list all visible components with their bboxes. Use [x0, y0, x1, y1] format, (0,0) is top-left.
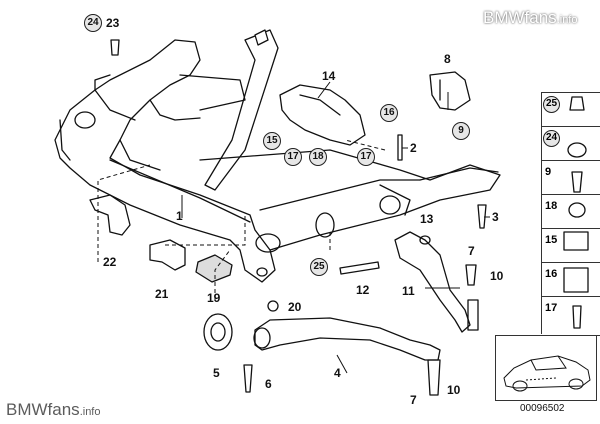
callout-16: 16 [380, 104, 398, 122]
callout-20: 20 [288, 300, 302, 314]
legend-num: 9 [545, 166, 552, 178]
callout-17b: 17 [357, 148, 375, 166]
callout-4: 4 [334, 366, 341, 380]
legend-num: 15 [545, 234, 558, 246]
callout-23: 23 [106, 16, 120, 30]
doc-number: 00096502 [520, 403, 565, 414]
legend-num: 24 [543, 130, 560, 147]
callout-2: 2 [410, 141, 417, 155]
legend-num: 17 [545, 302, 558, 314]
callout-7a: 7 [468, 244, 475, 258]
callout-9: 9 [452, 122, 470, 140]
subframe-crossmember [54, 29, 501, 283]
callout-14: 14 [322, 69, 336, 83]
callout-18: 18 [309, 148, 327, 166]
car-icon [503, 355, 591, 392]
tension-strut [394, 231, 471, 333]
legend-row: 25 [542, 92, 600, 127]
legend: 25 24 9 18 15 16 17 [541, 92, 600, 336]
callout-13: 13 [420, 212, 434, 226]
watermark-bottom-suffix: .info [79, 406, 101, 418]
callout-25: 25 [310, 258, 328, 276]
callout-10a: 10 [490, 269, 504, 283]
callout-3: 3 [492, 210, 499, 224]
callout-7b: 7 [410, 393, 417, 407]
legend-num: 16 [545, 268, 558, 280]
callout-22: 22 [103, 255, 117, 269]
legend-row: 9 [542, 160, 600, 195]
callout-8: 8 [444, 52, 451, 66]
callout-10b: 10 [447, 383, 461, 397]
callout-24: 24 [84, 14, 102, 32]
legend-row: 18 [542, 194, 600, 229]
control-arm [254, 317, 441, 361]
callout-5: 5 [213, 366, 220, 380]
heat-shield [279, 84, 366, 146]
watermark-top-suffix: .info [556, 14, 578, 26]
callout-17a: 17 [284, 148, 302, 166]
legend-row: 17 [542, 296, 600, 336]
watermark-bottom: BMWfans [6, 400, 80, 419]
callout-21: 21 [155, 287, 169, 301]
callout-15: 15 [263, 132, 281, 150]
legend-num: 18 [545, 200, 558, 212]
callout-11: 11 [402, 284, 415, 298]
legend-num: 25 [543, 96, 560, 113]
callout-19: 19 [207, 291, 221, 305]
vehicle-inset [495, 335, 597, 401]
legend-row: 15 [542, 228, 600, 263]
legend-icons [563, 96, 589, 329]
watermark-top: BMWfans [483, 8, 557, 27]
legend-row: 16 [542, 262, 600, 297]
callout-6: 6 [265, 377, 272, 391]
callout-12: 12 [356, 283, 370, 297]
legend-row: 24 [542, 126, 600, 161]
bracket-8 [429, 71, 471, 111]
callout-1: 1 [176, 209, 183, 223]
